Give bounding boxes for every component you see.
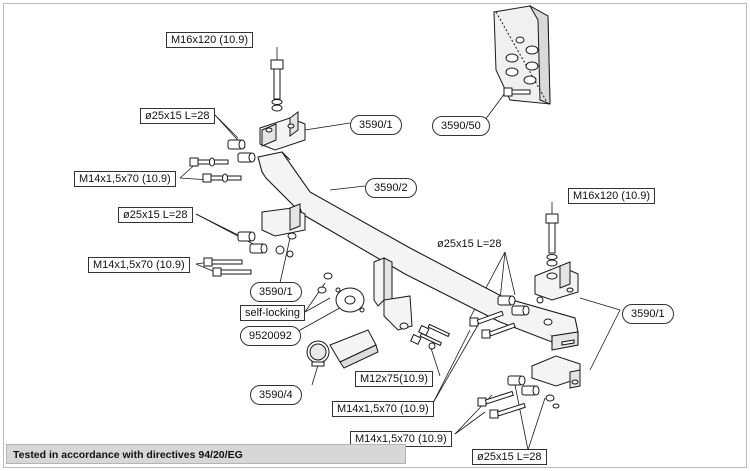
bolts-right-lower-shape	[477, 390, 526, 419]
label-part-inset: 3590/50	[432, 116, 490, 136]
label-bolt-left-lower: M14x1,5x70 (10.9)	[88, 257, 190, 273]
label-spacer-left-upper: ø25x15 L=28	[140, 108, 215, 124]
label-bolt-left-upper: M14x1,5x70 (10.9)	[74, 171, 176, 187]
label-bolt-top-left: M16x120 (10.9)	[166, 32, 254, 48]
label-part-bracket-lower: 3590/1	[250, 282, 302, 302]
bracket-right-lower-shape	[531, 355, 581, 389]
bolt-top-right-shape	[545, 213, 559, 267]
label-bolt-right-upper: M14x1,5x70 (10.9)	[332, 401, 434, 417]
label-spacer-left-lower: ø25x15 L=28	[118, 207, 193, 223]
label-part-socket-plate: 9520092	[240, 326, 301, 346]
bolt-top-left-shape	[270, 59, 284, 112]
bracket-right-shape	[534, 261, 579, 301]
spacers-right-lower-shape	[507, 375, 560, 409]
label-part-bracket-upper: 3590/1	[350, 115, 402, 135]
tow-ball-shape	[306, 329, 379, 369]
bracket-upper-left-shape	[259, 111, 306, 151]
inset-detail-shape	[493, 4, 551, 105]
bolts-right-upper-shape	[469, 310, 516, 339]
spacers-upper-left-shape	[227, 139, 256, 163]
cross-beam-shape	[257, 151, 579, 351]
label-spacer-right-lower: ø25x15 L=28	[472, 449, 547, 465]
spacers-right-upper-shape	[497, 295, 553, 326]
label-self-locking: self-locking	[240, 305, 306, 321]
label-spacer-right-upper: ø25x15 L=28	[437, 238, 502, 250]
bolts-center-shape	[410, 323, 451, 350]
label-bolt-top-right: M16x120 (10.9)	[568, 188, 656, 204]
spacers-lower-left-shape	[237, 231, 294, 258]
label-part-bracket-right: 3590/1	[622, 304, 674, 324]
bolts-lower-left-shape	[203, 257, 252, 277]
socket-plate-shape	[317, 272, 365, 313]
center-mount-shape	[373, 257, 413, 331]
label-part-ball: 3590/4	[250, 385, 302, 405]
footer-directive-note: Tested in accordance with directives 94/…	[6, 444, 406, 464]
label-part-beam: 3590/2	[365, 178, 417, 198]
bracket-lower-left-shape	[261, 203, 306, 240]
bolts-upper-left-shape	[189, 157, 242, 183]
label-bolt-center: M12x75(10.9)	[355, 371, 433, 387]
